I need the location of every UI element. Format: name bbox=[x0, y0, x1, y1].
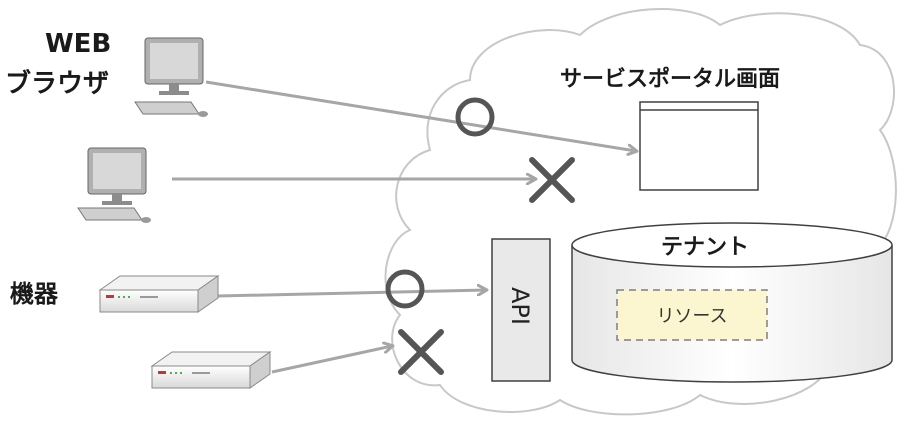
allowed-circle-mark-device bbox=[385, 269, 425, 309]
resource-box bbox=[616, 289, 768, 341]
denied-cross-mark-pc bbox=[529, 157, 575, 203]
portal-screen bbox=[639, 101, 759, 191]
arrow-device-to-api bbox=[217, 290, 486, 298]
denied-cross-mark-device bbox=[398, 329, 444, 375]
api-label: API bbox=[506, 287, 534, 325]
portal-label: サービスポータル画面 bbox=[560, 66, 780, 92]
api-box bbox=[491, 238, 551, 382]
desktop-computer-icon bbox=[77, 147, 151, 223]
arrow-web-to-portal bbox=[205, 80, 636, 151]
network-device-icon bbox=[150, 351, 272, 389]
web-label-line2: ブラウザ bbox=[5, 68, 109, 99]
web-label-line1: WEB bbox=[45, 29, 111, 59]
desktop-computer-icon bbox=[134, 37, 208, 117]
resource-label: リソース bbox=[656, 306, 727, 327]
devices-label: 機器 bbox=[10, 280, 59, 308]
network-device-icon bbox=[98, 275, 220, 313]
tenant-label: テナント bbox=[661, 235, 749, 260]
arrow-device2-to-cloud bbox=[271, 346, 392, 374]
allowed-circle-mark-web bbox=[455, 97, 495, 137]
